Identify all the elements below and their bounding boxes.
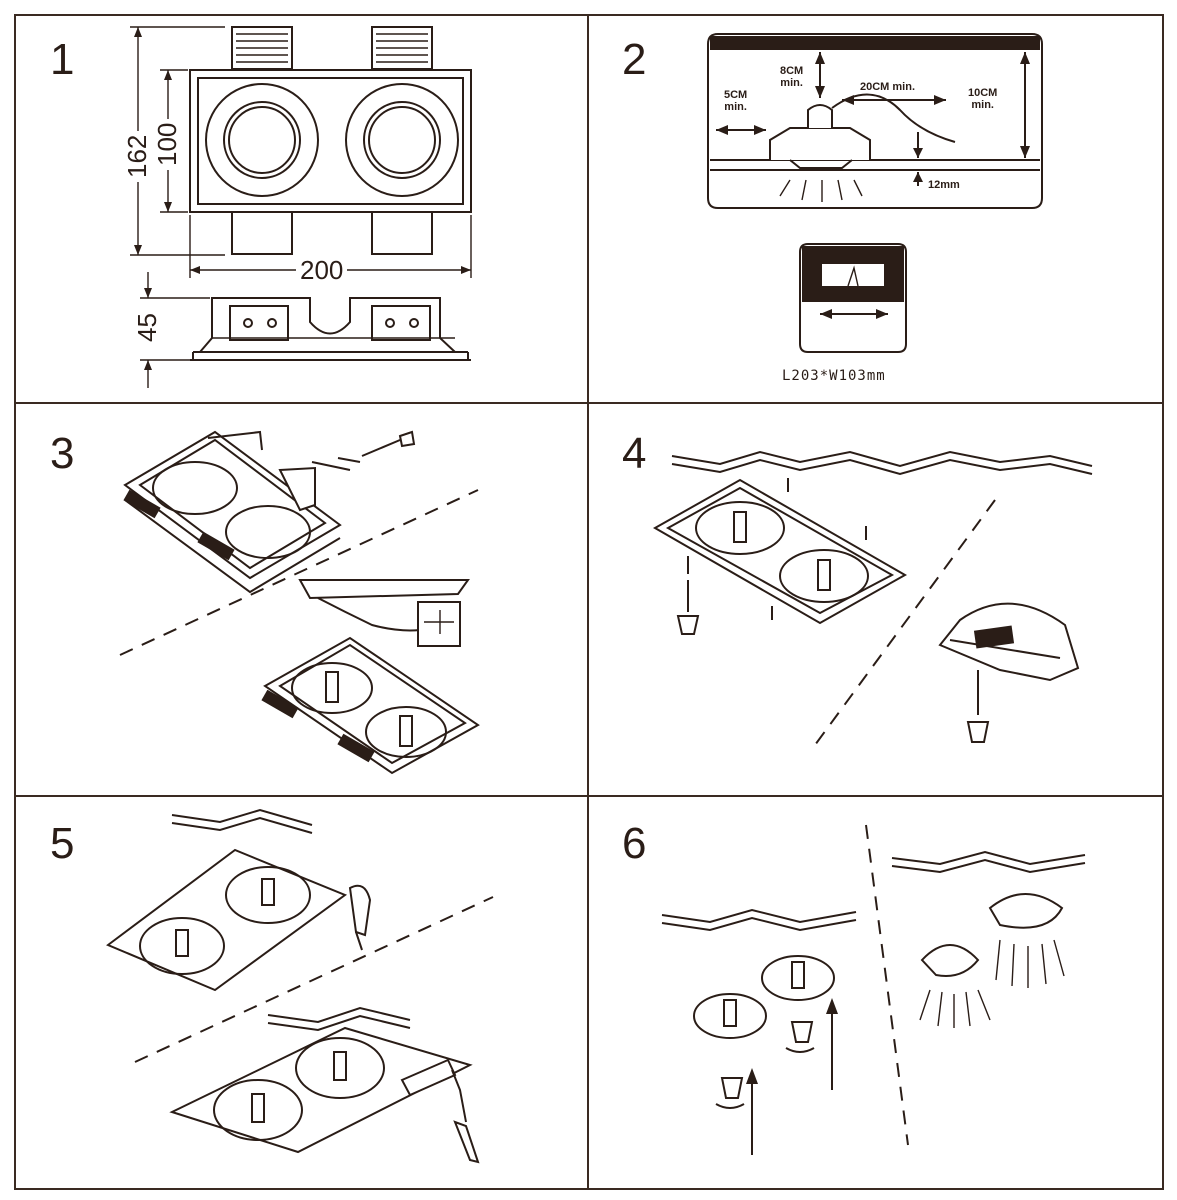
- step2-drawing: [707, 33, 1043, 353]
- dimension-45: 45: [132, 309, 162, 346]
- dimension-100: 100: [152, 118, 182, 170]
- step1-drawing: [130, 26, 472, 388]
- step5-drawing: [106, 808, 494, 1164]
- step-number-2: 2: [622, 35, 647, 84]
- step-number-3: 3: [50, 429, 75, 478]
- label-8cm-min: 8CM min.: [780, 65, 804, 89]
- panel-grid: [14, 14, 1164, 1190]
- grid-divider-row-2: [14, 795, 1164, 797]
- step-number-5: 5: [50, 819, 75, 868]
- step-number-4: 4: [622, 429, 647, 478]
- label-5cm-min: 5CM min.: [724, 89, 748, 113]
- step3-drawing: [119, 430, 480, 775]
- label-20cm-min: 20CM min.: [860, 81, 916, 93]
- step-number-1: 1: [50, 35, 75, 84]
- step4-drawing: [652, 450, 1093, 746]
- label-10cm-min: 10CM min.: [968, 87, 998, 111]
- label-12mm: 12mm: [928, 179, 960, 191]
- cutout-size-caption: L203*W103mm: [782, 368, 886, 384]
- dimension-200: 200: [296, 257, 348, 283]
- step-number-6: 6: [622, 819, 647, 868]
- grid-divider-vertical: [587, 14, 589, 1190]
- grid-divider-row-1: [14, 402, 1164, 404]
- dimension-162: 162: [122, 130, 152, 182]
- step6-drawing: [661, 824, 1086, 1155]
